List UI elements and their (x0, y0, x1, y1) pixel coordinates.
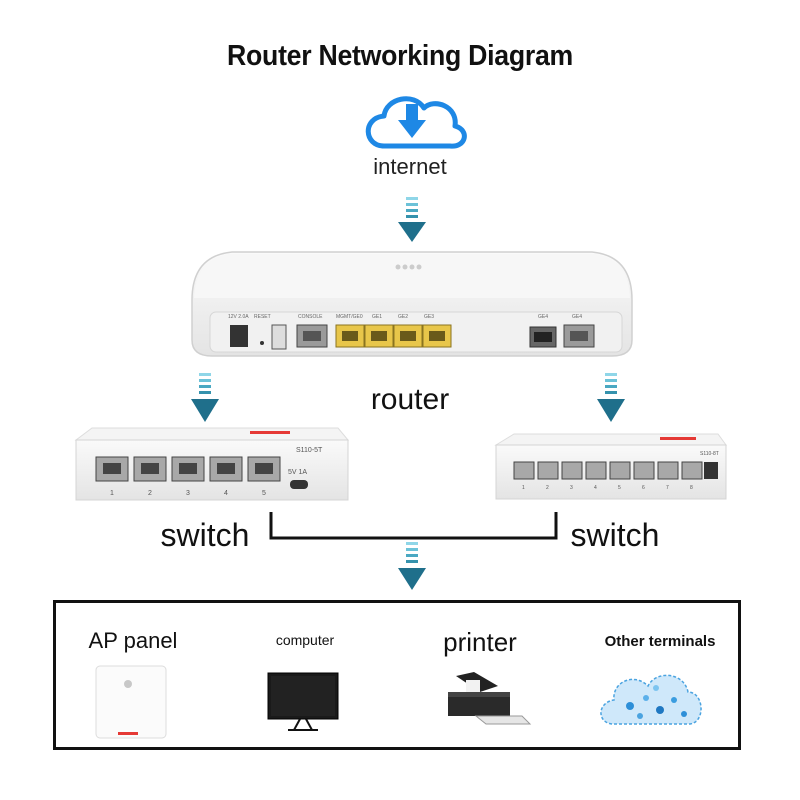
arrow-router-to-switch-right (597, 373, 625, 422)
switch-right-model: S110-8T (700, 451, 719, 457)
switch-left-model: S110-5T (296, 447, 323, 454)
switch-right-port-3: 3 (570, 485, 573, 491)
switch-right-port-5: 5 (618, 485, 621, 491)
switch-left-labels: S110-5T 5V 1A 1 2 3 4 5 (110, 447, 323, 497)
port-label-ge1: GE1 (372, 314, 382, 320)
switch-right-port-7: 7 (666, 485, 669, 491)
switch-connector-line (269, 512, 558, 540)
switch-left-port-2: 2 (148, 490, 152, 497)
usb-c-port (290, 480, 308, 489)
ap-panel-icon (95, 665, 167, 739)
switch-right-power-jack (704, 462, 718, 479)
page-title: Router Networking Diagram (227, 40, 573, 72)
terminal-label-computer: computer (275, 632, 335, 648)
cloud-label: internet (373, 154, 447, 179)
terminal-label-other: Other terminals (604, 633, 716, 650)
switch-left-label: switch (160, 517, 250, 553)
port-label-ge2: GE2 (398, 314, 408, 320)
switch-left-port-5: 5 (262, 490, 266, 497)
switch-right-port-4: 4 (594, 485, 597, 491)
switch-left-port-1: 1 (110, 490, 114, 497)
router-device (191, 251, 633, 357)
port-label-console: CONSOLE (298, 314, 323, 320)
terminals-panel (53, 600, 741, 750)
router-port-labels: 12V 2.0A RESET CONSOLE MGMT/GE0 GE1 GE2 … (228, 314, 582, 320)
monitor-icon (267, 672, 339, 731)
switch-left-port-4: 4 (224, 490, 228, 497)
switch-right-port-8: 8 (690, 485, 693, 491)
switch-right-device (494, 433, 727, 500)
port-label-ge3: GE3 (424, 314, 434, 320)
cloud-icon (365, 96, 467, 149)
switch-right-port-1: 1 (522, 485, 525, 491)
switch-right-labels: S110-8T 1 2 3 4 5 6 7 8 (522, 451, 719, 491)
switch-left-device (74, 427, 350, 501)
router-logo (395, 264, 422, 270)
switch-left-port-3: 3 (186, 490, 190, 497)
port-label-ge4: GE4 (572, 314, 582, 320)
port-label-ge4-sfp: GE4 (538, 314, 548, 320)
switch-left-power: 5V 1A (288, 469, 307, 476)
port-label-mgmt: MGMT/GE0 (336, 314, 363, 320)
terminals-cloud-icon (600, 674, 702, 725)
arrow-switches-to-terminals (398, 542, 426, 590)
arrow-cloud-to-router (398, 197, 426, 242)
printer-icon (448, 672, 532, 725)
port-label-power: 12V 2.0A (228, 314, 249, 320)
switch-right-port-2: 2 (546, 485, 549, 491)
switch-right-label: switch (570, 517, 660, 553)
terminal-label-printer: printer (443, 627, 517, 657)
router-label: router (370, 383, 450, 416)
switch-left-accent (250, 431, 290, 434)
switch-right-accent (660, 437, 696, 440)
arrow-router-to-switch-left (191, 373, 219, 422)
switch-right-port-6: 6 (642, 485, 645, 491)
port-label-reset: RESET (254, 314, 271, 320)
terminal-label-ap-panel: AP panel (88, 628, 178, 653)
